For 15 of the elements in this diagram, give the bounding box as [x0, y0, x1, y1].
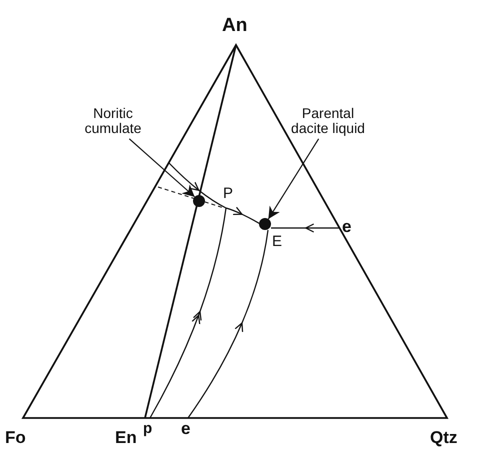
point-label: p: [143, 421, 152, 438]
callout-text: Noritic cumulate: [68, 106, 158, 137]
leader-arrow: [268, 138, 320, 220]
composition-point: [259, 218, 271, 230]
leader-arrow: [128, 138, 196, 198]
vertex-label: An: [222, 16, 248, 37]
point-label: e: [181, 420, 190, 439]
composition-point: [193, 195, 205, 207]
vertex-label: Qtz: [430, 429, 458, 448]
vertex-label: En: [115, 429, 137, 448]
point-label: e: [342, 218, 352, 237]
callout-text: Parental dacite liquid: [283, 106, 373, 137]
point-label: P: [223, 186, 234, 202]
point-label: E: [272, 234, 282, 250]
vertex-label: Fo: [5, 429, 26, 448]
